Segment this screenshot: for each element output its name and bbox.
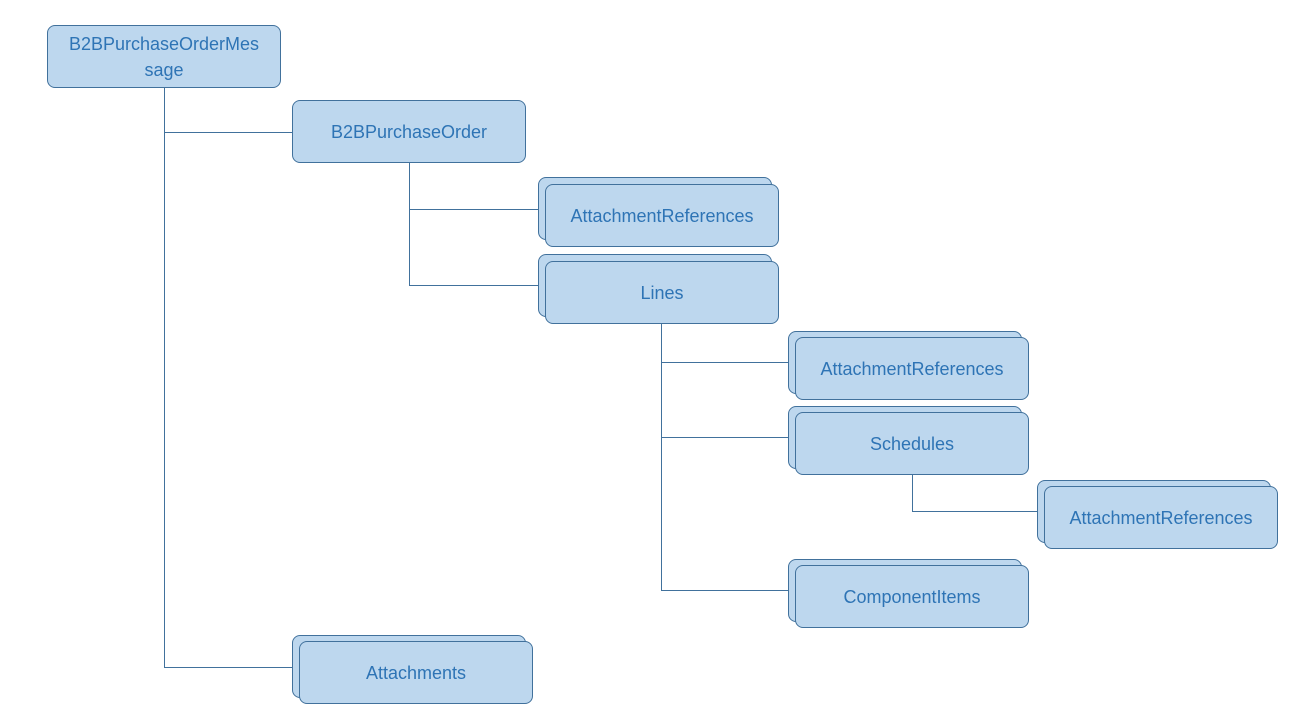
node-label: B2BPurchaseOrderMes sage — [68, 33, 260, 80]
connector-root-vertical — [164, 87, 165, 668]
node-lines: Lines — [545, 261, 779, 324]
node-schedules: Schedules — [795, 412, 1029, 475]
node-line-attachment-references: AttachmentReferences — [795, 337, 1029, 400]
node-label: AttachmentReferences — [570, 205, 754, 226]
node-schedule-attachment-references: AttachmentReferences — [1044, 486, 1278, 549]
node-b2b-purchase-order: B2BPurchaseOrder — [292, 100, 526, 163]
connector-root-to-purchase-order — [164, 132, 292, 133]
connector-po-vertical — [409, 163, 410, 286]
connector-lines-to-component-items — [661, 590, 789, 591]
connector-schedules-vertical — [912, 474, 913, 512]
connector-po-to-lines — [409, 285, 539, 286]
node-b2b-purchase-order-message: B2BPurchaseOrderMes sage — [47, 25, 281, 88]
node-label: ComponentItems — [843, 586, 981, 607]
connector-schedules-to-attachment-refs — [912, 511, 1038, 512]
connector-lines-vertical — [661, 323, 662, 591]
node-attachments: Attachments — [299, 641, 533, 704]
node-label: AttachmentReferences — [1069, 507, 1253, 528]
node-label: B2BPurchaseOrder — [330, 121, 488, 142]
connector-lines-to-schedules — [661, 437, 789, 438]
connector-root-to-attachments — [164, 667, 292, 668]
node-component-items: ComponentItems — [795, 565, 1029, 628]
node-label: AttachmentReferences — [820, 358, 1004, 379]
connector-po-to-attachment-refs — [409, 209, 539, 210]
node-label: Lines — [640, 282, 684, 303]
node-label: Attachments — [365, 662, 467, 683]
connector-lines-to-attachment-refs — [661, 362, 789, 363]
node-label: Schedules — [869, 433, 955, 454]
node-po-attachment-references: AttachmentReferences — [545, 184, 779, 247]
